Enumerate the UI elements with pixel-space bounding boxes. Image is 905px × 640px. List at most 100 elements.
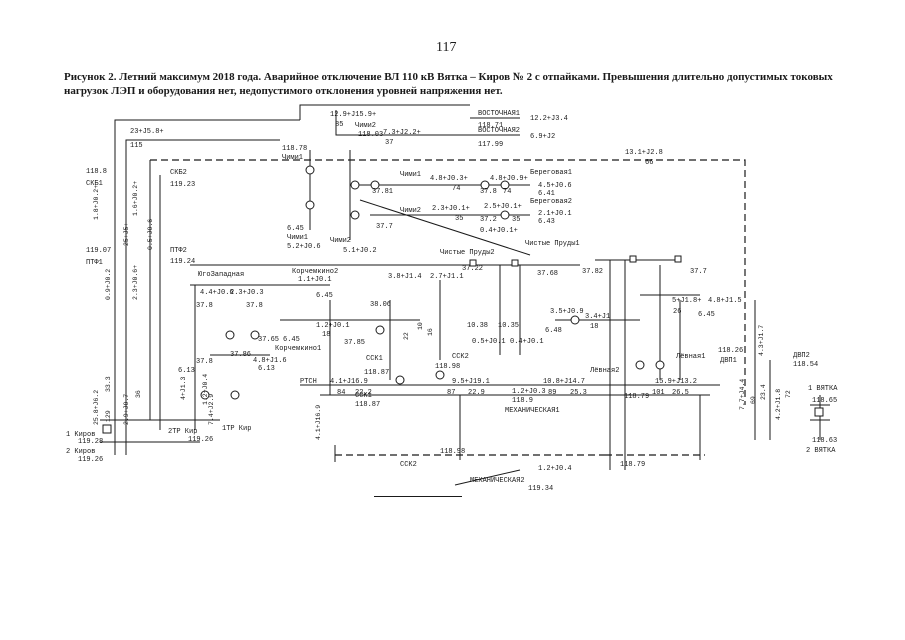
loading: 36: [135, 390, 142, 398]
node-vostochnaya1: ВОСТОЧНАЯ1: [478, 110, 520, 118]
node-lyovnaya1: Лёвная1: [676, 353, 705, 361]
flow: 25+J5+: [123, 222, 130, 246]
node-tr-kir2: 2ТР Кир: [168, 428, 197, 436]
voltage: 37.22: [462, 265, 483, 273]
voltage: 38.06: [370, 301, 391, 309]
flow: 7.3+J2.2+: [383, 129, 421, 137]
flow: 2.9+J0.7: [123, 394, 130, 425]
loading: 72: [785, 390, 792, 398]
node-vyatka1: 1 ВЯТКА: [808, 385, 838, 393]
voltage: 118.26: [718, 347, 743, 355]
flow: 4.1+J16.9: [315, 405, 322, 440]
voltage: 37.8: [196, 358, 213, 366]
voltage: 118.65: [812, 397, 837, 405]
voltage: 119.28: [78, 438, 103, 446]
voltage: 118.79: [624, 393, 649, 401]
voltage: 118.87: [355, 401, 380, 409]
loading: 33.3: [105, 376, 112, 392]
flow: 4.1+J16.9: [330, 378, 368, 386]
flow: 4.8+J0.3+: [430, 175, 468, 183]
voltage: 119.24: [170, 258, 195, 266]
voltage: 37.8: [480, 188, 497, 196]
voltage: 118.54: [793, 361, 818, 369]
voltage: 119.34: [528, 485, 553, 493]
node-tr-kir1: 1ТР Кир: [222, 425, 251, 433]
node-ssk2-bottom: ССК2: [400, 461, 417, 469]
loading: 101: [652, 389, 665, 397]
voltage: 119.26: [78, 456, 103, 464]
flow: 2.3+J0.3: [230, 289, 264, 297]
flow: 5.1+J0.2: [343, 247, 377, 255]
node-lyovnaya2: Лёвная2: [590, 367, 619, 375]
voltage: 119.07: [86, 247, 111, 255]
page-number: 117: [436, 40, 457, 55]
voltage: 37.8: [246, 302, 263, 310]
voltage: 118.98: [435, 363, 460, 371]
flow: 4.8+J1.5: [708, 297, 742, 305]
voltage: 119.23: [170, 181, 195, 189]
node-dvp1: ДВП1: [720, 357, 737, 365]
flow: 12.2+J3.4: [530, 115, 568, 123]
flow: 4.8+J0.9+: [490, 175, 528, 183]
flow: 0.5+J0.6: [147, 219, 154, 250]
separator-line: [374, 496, 462, 497]
loading: 25.3: [570, 389, 587, 397]
flow: 4.3+J1.7: [758, 325, 765, 356]
flow: 1.2+J0.3: [512, 388, 546, 396]
voltage: 118.8: [86, 168, 107, 176]
node-chistye-prudy2: Чистые Пруды2: [440, 249, 495, 257]
loading: 35: [455, 215, 463, 223]
flow: 3.8+J1.4: [388, 273, 422, 281]
node-chimi2: Чими2: [355, 122, 376, 130]
voltage: 37.7: [376, 223, 393, 231]
node-ssk1: ССК1: [366, 355, 383, 363]
voltage: 6.13: [178, 367, 195, 375]
loading: 23.4: [760, 384, 767, 400]
loading: 85: [335, 121, 343, 129]
flow: 0.4+J0.1: [510, 338, 544, 346]
voltage: 37.65: [258, 336, 279, 344]
flow: 2.5+J0.1+: [484, 203, 522, 211]
node-mekhanicheskaya1: МЕХАНИЧЕСКАЯ1: [505, 407, 560, 415]
flow: 1.2+J0.1: [316, 322, 350, 330]
node-vostochnaya2: ВОСТОЧНАЯ2: [478, 127, 520, 135]
node-ssk2: ССК2: [452, 353, 469, 361]
node-chimi1: Чими1: [287, 234, 308, 242]
node-ptf1: ПТФ1: [86, 259, 103, 267]
voltage: 37.8: [196, 302, 213, 310]
flow: 4.8+J1.6: [253, 357, 287, 365]
loading: 22.9: [468, 389, 485, 397]
voltage: 6.13: [258, 365, 275, 373]
figure-caption: Рисунок 2. Летний максимум 2018 года. Ав…: [64, 71, 833, 97]
node-ptsn: РТСН: [300, 378, 317, 386]
loading: 89: [548, 389, 556, 397]
voltage: 37.82: [582, 268, 603, 276]
loading: 10.38: [467, 322, 488, 330]
flow: 1.2+J0.4: [202, 374, 209, 405]
flow: 5+J1.8+: [672, 297, 701, 305]
voltage: 117.99: [478, 141, 503, 149]
node-yugozapadnaya: ЮгоЗападная: [198, 271, 244, 279]
voltage: 6.45: [283, 336, 300, 344]
voltage: 6.41: [538, 190, 555, 198]
voltage: 37.86: [230, 351, 251, 359]
loading: 26: [673, 308, 681, 316]
loading: 16: [427, 328, 434, 336]
loading: 84: [337, 389, 345, 397]
flow: 3.4+J1: [585, 313, 610, 321]
loading: 10.35: [498, 322, 519, 330]
loading: 74: [452, 185, 460, 193]
node-kirov1: 1 Киров: [66, 431, 95, 439]
flow: 23+J5.8+: [130, 128, 164, 136]
loading: 66: [645, 159, 653, 167]
voltage: 6.48: [545, 327, 562, 335]
node-skb2: СКБ2: [170, 169, 187, 177]
node-chimi2: Чими2: [330, 237, 351, 245]
flow: 25.8+J6.2: [93, 390, 100, 425]
loading: 115: [130, 142, 143, 150]
voltage: 37.68: [537, 270, 558, 278]
node-chimi2b: Чими2: [400, 207, 421, 215]
voltage: 118.87: [364, 369, 389, 377]
loading: 74: [503, 188, 511, 196]
